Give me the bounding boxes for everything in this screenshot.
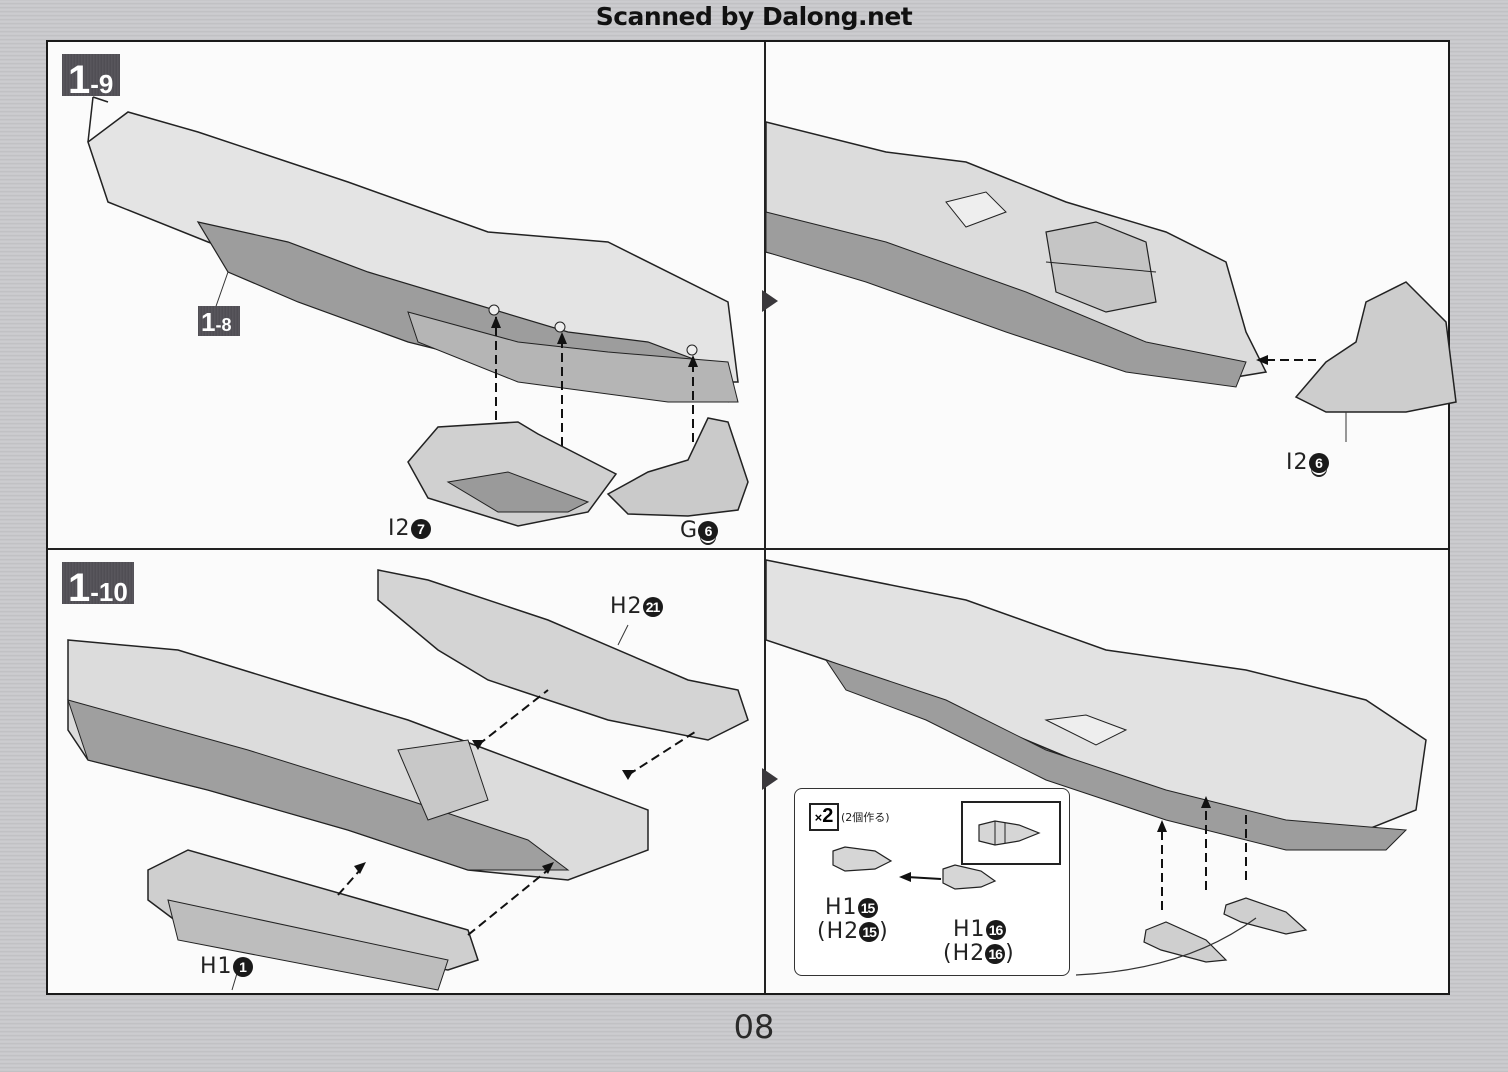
- step-badge-1-9: 1-9: [62, 54, 120, 100]
- panel-step-1-10-result: [765, 550, 1448, 993]
- hull-side-assembly-illustration: [67, 569, 749, 991]
- hull-assembled-illustration: [765, 121, 1457, 442]
- thruster-detail-icon: [978, 820, 1041, 846]
- next-step-arrow-icon: [762, 768, 778, 790]
- hull-keel: [407, 311, 739, 403]
- ref-step-badge-1-8: 1-8: [198, 306, 240, 336]
- thruster-part: [1223, 897, 1308, 935]
- thruster-assembly-illustration: [832, 846, 997, 890]
- part-h1-1: [147, 849, 479, 971]
- page-number: 08: [733, 1008, 775, 1046]
- hull-complete-illustration: [765, 559, 1427, 976]
- vertical-divider: [764, 42, 766, 993]
- watermark: Scanned by Dalong.net: [595, 2, 913, 31]
- thruster-part: [1143, 921, 1228, 963]
- horizontal-divider: [48, 548, 1448, 550]
- make-two-note: (2個作る): [841, 811, 890, 824]
- next-step-arrow-icon: [762, 290, 778, 312]
- detail-callout: [961, 801, 1061, 865]
- hull-assembly-illustration: [87, 96, 749, 527]
- quantity-multiplier-badge: ×2: [809, 803, 839, 831]
- part-g6: [606, 417, 749, 517]
- part-i2-6: [1294, 281, 1457, 413]
- step-badge-1-10: 1-10: [62, 562, 134, 608]
- part-h2-21: [377, 569, 749, 741]
